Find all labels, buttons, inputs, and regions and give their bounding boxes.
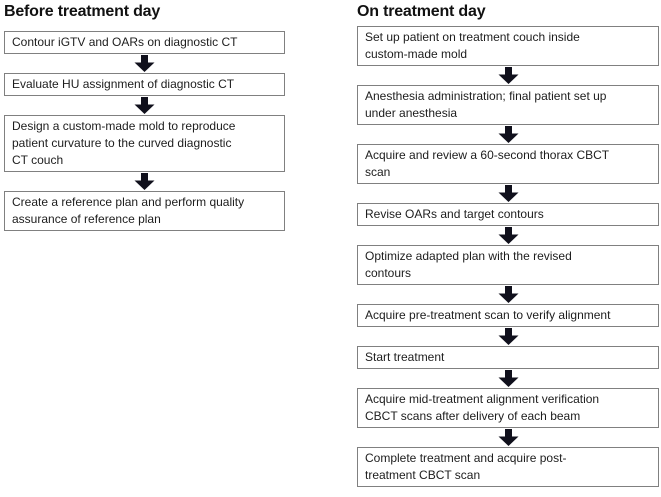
flow-step: Start treatment xyxy=(357,346,659,369)
down-arrow-icon xyxy=(357,369,659,388)
down-arrow-icon xyxy=(4,96,285,115)
column-on-treatment-day: On treatment day Set up patient on treat… xyxy=(357,2,659,487)
flow-step: Acquire and review a 60-second thorax CB… xyxy=(357,144,659,184)
flow-step: Design a custom-made mold to reproduce p… xyxy=(4,115,285,172)
down-arrow-icon xyxy=(357,125,659,144)
down-arrow-icon xyxy=(357,184,659,203)
flow-step: Evaluate HU assignment of diagnostic CT xyxy=(4,73,285,96)
column-title: Before treatment day xyxy=(4,3,161,20)
flow-step: Acquire mid-treatment alignment verifica… xyxy=(357,388,659,428)
flow-step: Create a reference plan and perform qual… xyxy=(4,191,285,231)
step-list: Contour iGTV and OARs on diagnostic CT Ev… xyxy=(4,31,285,231)
down-arrow-icon xyxy=(357,66,659,85)
flow-step: Set up patient on treatment couch inside… xyxy=(357,26,659,66)
flow-step: Optimize adapted plan with the revised c… xyxy=(357,245,659,285)
column-title: On treatment day xyxy=(357,3,486,20)
column-before-treatment-day: Before treatment day Contour iGTV and OA… xyxy=(4,2,285,231)
flow-step: Anesthesia administration; final patient… xyxy=(357,85,659,125)
flow-step: Acquire pre-treatment scan to verify ali… xyxy=(357,304,659,327)
flow-step: Contour iGTV and OARs on diagnostic CT xyxy=(4,31,285,54)
step-list: Set up patient on treatment couch inside… xyxy=(357,26,659,487)
down-arrow-icon xyxy=(357,226,659,245)
flow-step: Revise OARs and target contours xyxy=(357,203,659,226)
down-arrow-icon xyxy=(357,285,659,304)
down-arrow-icon xyxy=(357,428,659,447)
down-arrow-icon xyxy=(4,54,285,73)
flow-step: Complete treatment and acquire post- tre… xyxy=(357,447,659,487)
down-arrow-icon xyxy=(4,172,285,191)
down-arrow-icon xyxy=(357,327,659,346)
